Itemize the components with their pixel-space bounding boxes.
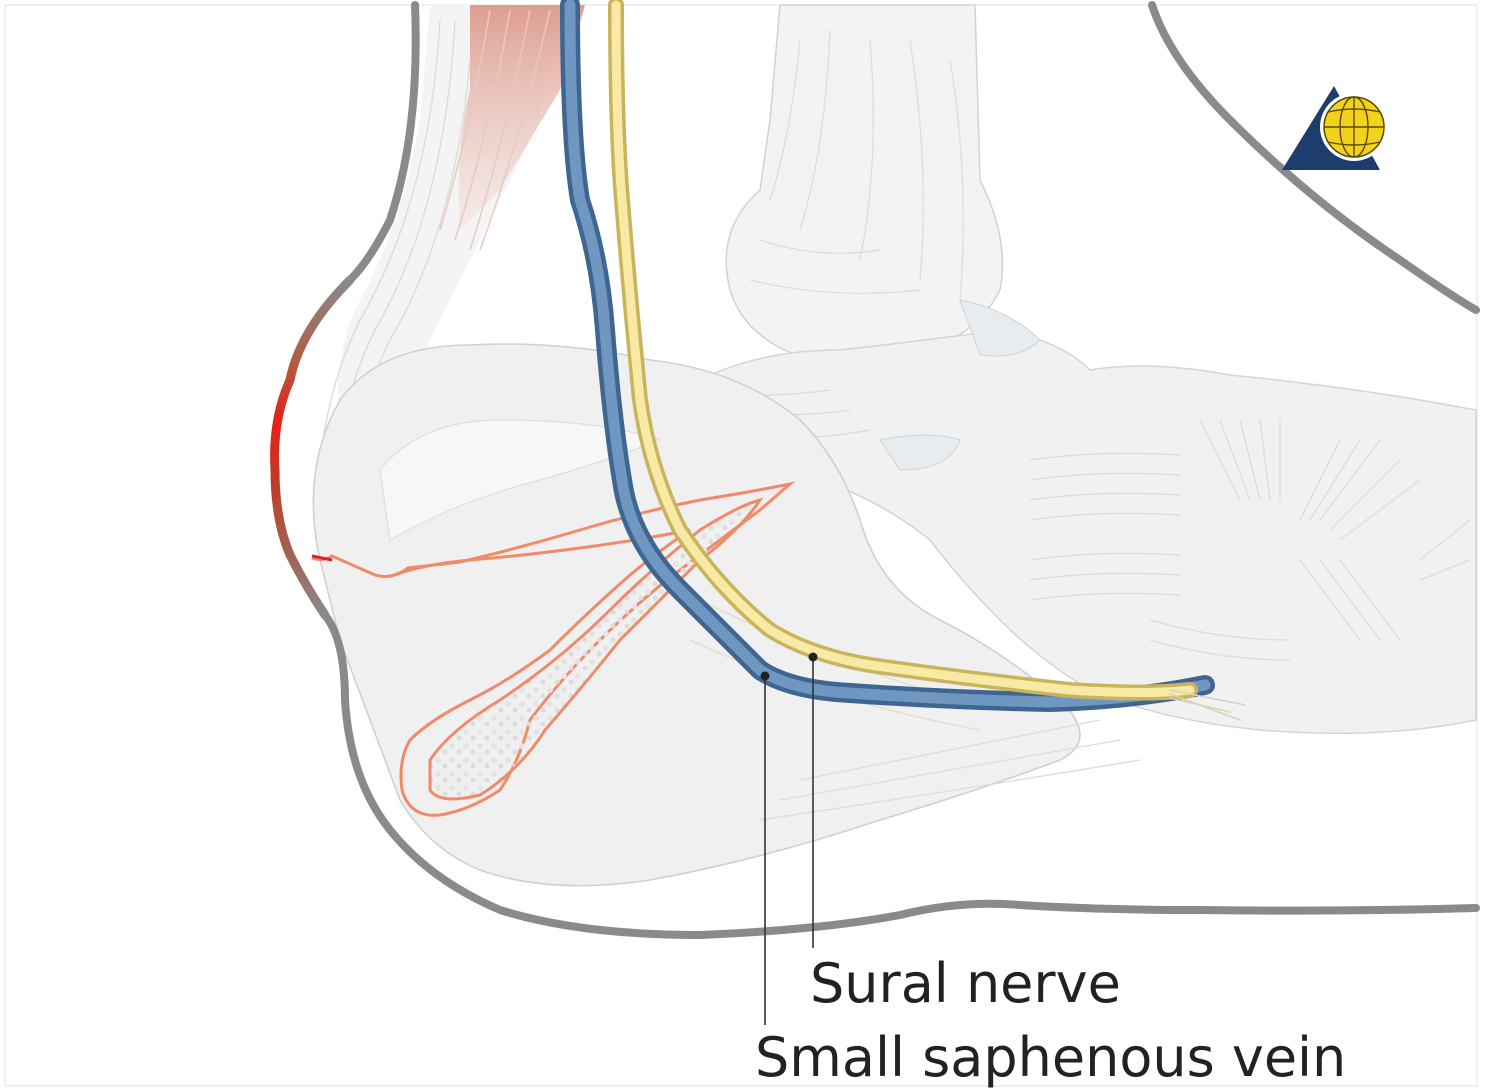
vein-pointer-dot — [761, 672, 770, 681]
sural-nerve-pointer-dot — [809, 653, 818, 662]
sural-nerve-label: Sural nerve — [810, 952, 1121, 1015]
small-saphenous-vein-label: Small saphenous vein — [755, 1026, 1346, 1089]
